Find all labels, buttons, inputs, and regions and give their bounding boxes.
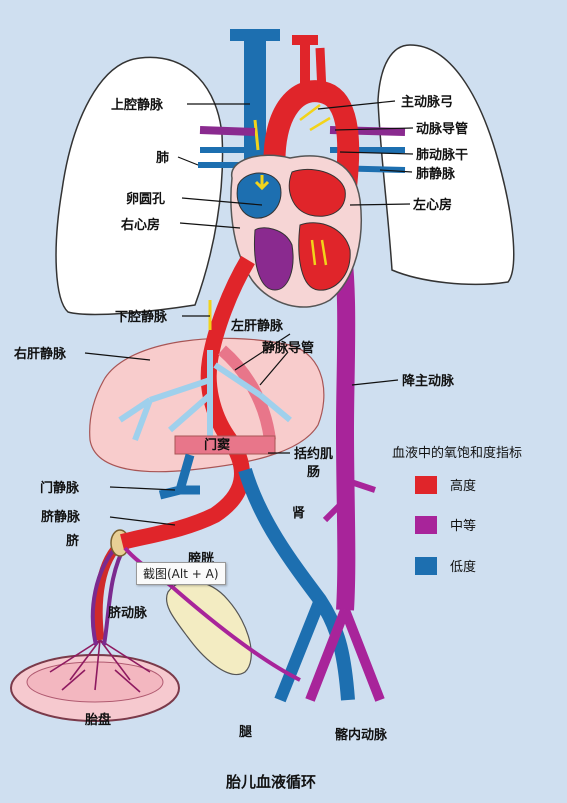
label-lhv: 左肝静脉 bbox=[231, 318, 284, 334]
lower-ivc bbox=[238, 467, 355, 701]
label-internal-iliac: 髂内动脉 bbox=[335, 727, 388, 743]
label-umbilical-vein: 脐静脉 bbox=[41, 509, 81, 525]
label-portal-sinus: 门窦 bbox=[204, 437, 230, 453]
label-la: 左心房 bbox=[413, 197, 452, 213]
label-kidney: 肾 bbox=[292, 506, 306, 521]
left-lung bbox=[377, 44, 515, 286]
umbilical-artery-vessel bbox=[123, 546, 301, 682]
label-rhv: 右肝静脉 bbox=[13, 346, 67, 362]
descending-aorta bbox=[331, 228, 356, 611]
portal-sinus-vessel bbox=[174, 435, 276, 455]
label-pulm-trunk: 肺动脉干 bbox=[416, 147, 468, 163]
hepatic-veins bbox=[118, 350, 292, 450]
legend-swatch-high bbox=[415, 476, 437, 494]
legend-label-high: 高度 bbox=[450, 478, 476, 494]
right-atrium bbox=[236, 172, 282, 219]
umbilical-cord bbox=[90, 538, 128, 646]
label-ductus: 动脉导管 bbox=[416, 121, 468, 137]
portal-vein-vessel bbox=[158, 453, 200, 500]
legend: 血液中的氧饱和度指标 高度 中等 低度 bbox=[392, 445, 522, 575]
label-svc: 上腔静脉 bbox=[111, 97, 164, 113]
label-sphincter: 括约肌 bbox=[294, 446, 333, 462]
label-aortic-arch: 主动脉弓 bbox=[401, 94, 453, 110]
label-placenta: 胎盘 bbox=[85, 712, 111, 728]
right-lung bbox=[55, 56, 224, 316]
diagram-title: 胎儿血液循环 bbox=[226, 773, 316, 791]
label-lung: 肺 bbox=[156, 150, 169, 166]
label-umbilical-artery: 脐动脉 bbox=[108, 605, 148, 621]
left-atrium bbox=[288, 168, 346, 217]
label-umbilicus: 脐 bbox=[66, 533, 80, 549]
label-intestine: 肠 bbox=[307, 465, 320, 480]
right-ventricle bbox=[253, 227, 294, 291]
label-foramen: 卵圆孔 bbox=[126, 191, 165, 207]
bladder-organ bbox=[166, 580, 252, 675]
legend-label-mid: 中等 bbox=[450, 518, 476, 534]
label-desc-aorta: 降主动脉 bbox=[402, 373, 455, 389]
legend-swatch-mid bbox=[415, 516, 437, 534]
label-leg: 腿 bbox=[239, 725, 252, 740]
placenta-vessels bbox=[49, 639, 151, 693]
leader-lines bbox=[84, 100, 414, 526]
legend-swatch-low bbox=[415, 557, 437, 575]
screenshot-tooltip: 截图(Alt + A) bbox=[136, 562, 226, 585]
label-ivc: 下腔静脉 bbox=[115, 309, 168, 325]
legend-label-low: 低度 bbox=[450, 559, 476, 575]
label-ra: 右心房 bbox=[120, 217, 160, 233]
label-pv: 门静脉 bbox=[40, 480, 80, 496]
label-pulm-vein: 肺静脉 bbox=[416, 166, 456, 182]
label-dv: 静脉导管 bbox=[262, 340, 314, 356]
legend-title: 血液中的氧饱和度指标 bbox=[392, 445, 522, 461]
